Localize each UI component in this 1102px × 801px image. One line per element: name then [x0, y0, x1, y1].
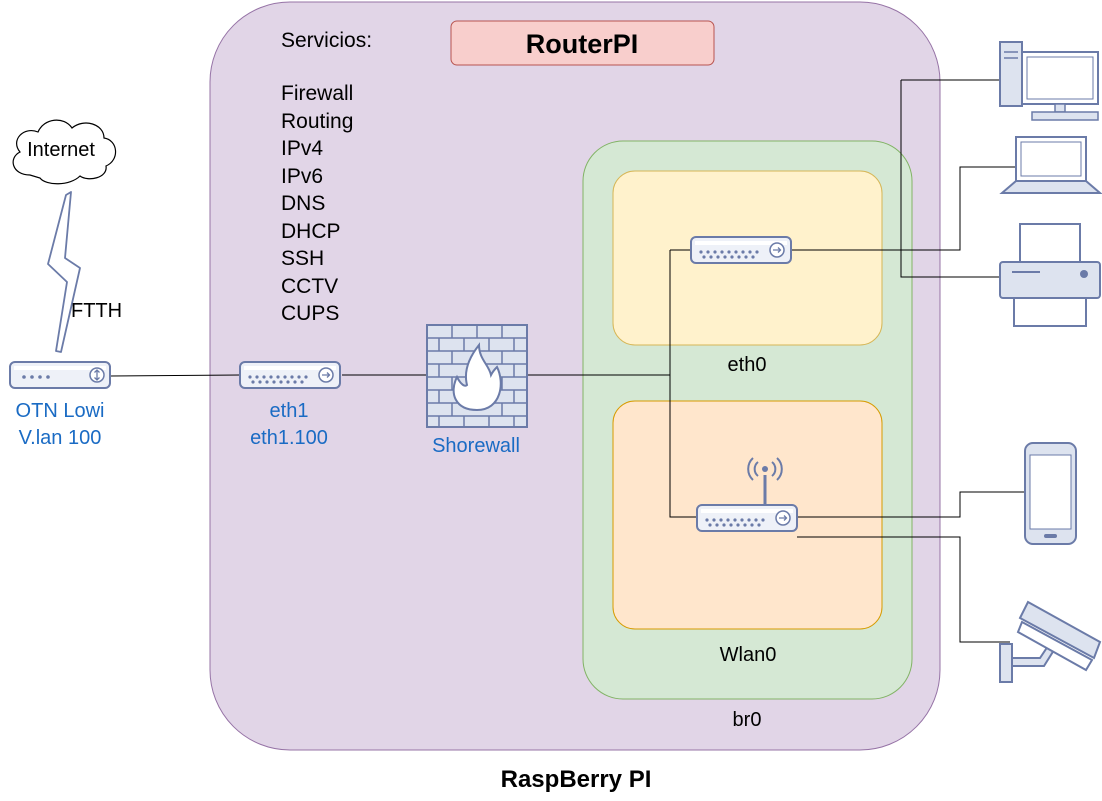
- internet-label: Internet: [27, 139, 95, 161]
- otn-label-line1: OTN Lowi: [16, 400, 105, 422]
- laptop-icon: [999, 136, 1102, 194]
- printer-icon: [999, 223, 1101, 327]
- service-item: DHCP: [281, 220, 341, 243]
- service-item: Firewall: [281, 82, 353, 105]
- title-box: [450, 20, 715, 66]
- desktop-icon: [999, 41, 1099, 121]
- connection-lines: [109, 79, 1025, 643]
- service-item: IPv6: [281, 165, 323, 188]
- service-item: DNS: [281, 192, 325, 215]
- page-title: RouterPI: [526, 29, 639, 59]
- cloud-icon: [12, 119, 117, 185]
- switch-icon: [239, 361, 341, 389]
- firewall-icon: [426, 324, 528, 428]
- wlan0-label: Wlan0: [720, 644, 777, 666]
- wireless-router-icon: [696, 457, 798, 532]
- ftth-label: FTTH: [71, 300, 122, 322]
- firewall-label: Shorewall: [432, 435, 520, 457]
- service-item: IPv4: [281, 137, 323, 160]
- service-item: CCTV: [281, 275, 338, 298]
- eth1-label-line1: eth1: [270, 400, 309, 422]
- bridge-label: br0: [733, 709, 762, 731]
- services-heading: Servicios:: [281, 29, 372, 52]
- router-icon: [9, 361, 111, 389]
- smartphone-icon: [1024, 442, 1077, 545]
- otn-label-line2: V.lan 100: [19, 427, 102, 449]
- service-item: SSH: [281, 247, 324, 270]
- eth1-label-line2: eth1.100: [250, 427, 328, 449]
- eth0-label: eth0: [728, 354, 767, 376]
- footer-title: RaspBerry PI: [501, 766, 652, 793]
- cctv-camera-icon: [999, 600, 1102, 683]
- service-item: Routing: [281, 110, 353, 133]
- service-item: CUPS: [281, 302, 339, 325]
- switch-icon: [690, 236, 792, 264]
- lightning-icon: [47, 191, 81, 353]
